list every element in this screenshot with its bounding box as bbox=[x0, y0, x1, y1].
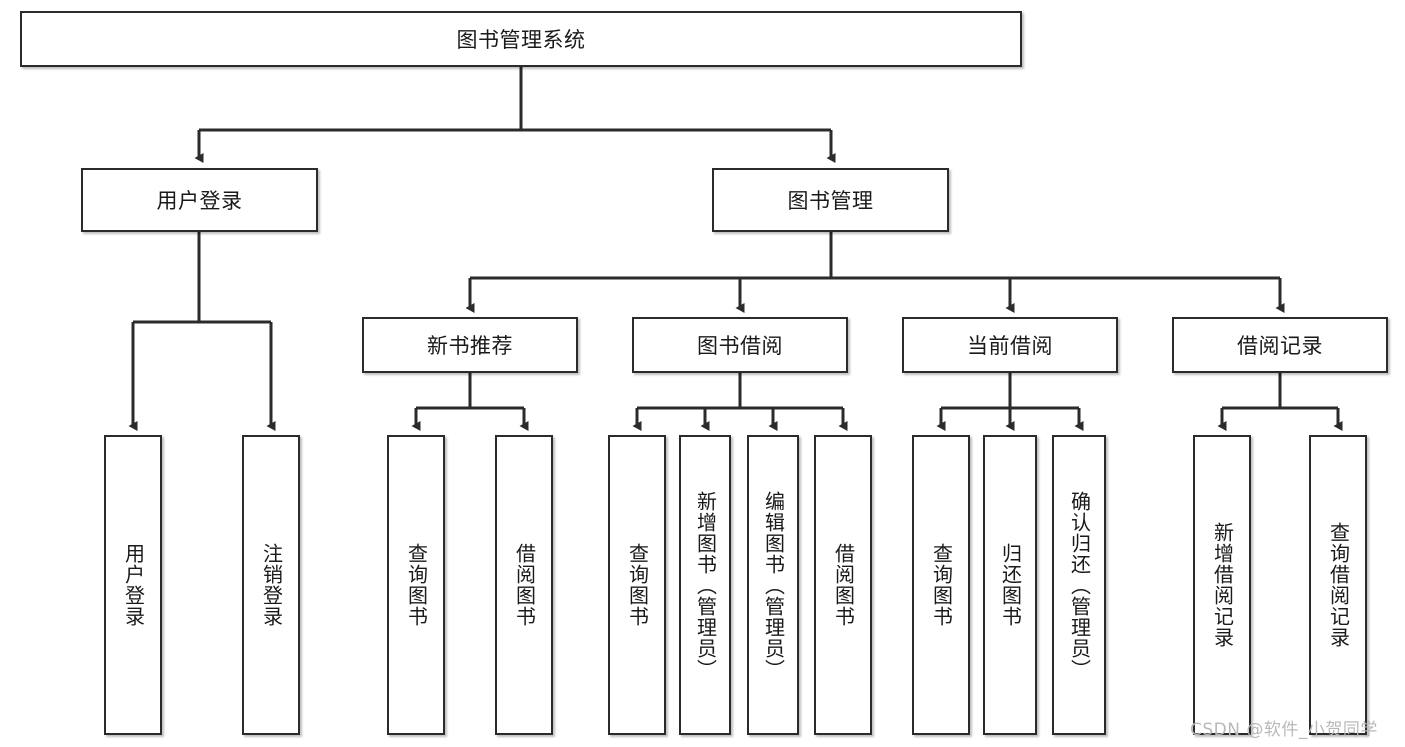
node-root-label: 图书管理系统 bbox=[456, 28, 586, 52]
node-user-login[interactable]: 用户登录 bbox=[81, 168, 318, 232]
node-leaf-query-book-recommend[interactable]: 查询图书 bbox=[387, 435, 445, 735]
node-leaf-query-borrow-record[interactable]: 查询借阅记录 bbox=[1309, 435, 1367, 735]
node-leaf-query-book-current[interactable]: 查询图书 bbox=[912, 435, 970, 735]
node-book-borrow-label: 图书借阅 bbox=[697, 334, 783, 358]
node-leaf-edit-book-admin[interactable]: 编辑图书（管理员） bbox=[747, 435, 799, 735]
node-new-book-recommend-label: 新书推荐 bbox=[427, 334, 513, 358]
node-leaf-borrow-book-recommend[interactable]: 借阅图书 bbox=[495, 435, 553, 735]
node-user-login-label: 用户登录 bbox=[156, 189, 243, 213]
node-book-management-label: 图书管理 bbox=[787, 189, 874, 213]
node-leaf-user-login[interactable]: 用户登录 bbox=[104, 435, 162, 735]
node-leaf-query-book-borrow[interactable]: 查询图书 bbox=[608, 435, 666, 735]
node-root[interactable]: 图书管理系统 bbox=[20, 11, 1022, 67]
node-leaf-return-book[interactable]: 归还图书 bbox=[983, 435, 1037, 735]
node-current-borrow[interactable]: 当前借阅 bbox=[902, 317, 1118, 373]
node-leaf-borrow-book-recommend-label: 借阅图书 bbox=[512, 543, 537, 627]
node-leaf-query-book-current-label: 查询图书 bbox=[929, 543, 954, 627]
node-leaf-query-book-recommend-label: 查询图书 bbox=[404, 543, 429, 627]
node-leaf-add-book-admin[interactable]: 新增图书（管理员） bbox=[679, 435, 731, 735]
node-book-management[interactable]: 图书管理 bbox=[712, 168, 949, 232]
node-leaf-logout[interactable]: 注销登录 bbox=[242, 435, 300, 735]
node-leaf-return-book-label: 归还图书 bbox=[998, 543, 1023, 627]
node-leaf-borrow-book-label: 借阅图书 bbox=[831, 543, 856, 627]
node-book-borrow[interactable]: 图书借阅 bbox=[632, 317, 848, 373]
node-borrow-record[interactable]: 借阅记录 bbox=[1172, 317, 1388, 373]
node-leaf-borrow-book[interactable]: 借阅图书 bbox=[814, 435, 872, 735]
node-leaf-query-book-borrow-label: 查询图书 bbox=[625, 543, 650, 627]
node-leaf-logout-label: 注销登录 bbox=[259, 543, 284, 627]
node-leaf-add-book-admin-label: 新增图书（管理员） bbox=[693, 490, 718, 680]
node-borrow-record-label: 借阅记录 bbox=[1237, 334, 1323, 358]
node-leaf-confirm-return-admin[interactable]: 确认归还（管理员） bbox=[1052, 435, 1106, 735]
node-leaf-user-login-label: 用户登录 bbox=[121, 543, 146, 627]
node-new-book-recommend[interactable]: 新书推荐 bbox=[362, 317, 578, 373]
node-current-borrow-label: 当前借阅 bbox=[967, 334, 1053, 358]
node-leaf-query-borrow-record-label: 查询借阅记录 bbox=[1326, 522, 1351, 648]
node-leaf-edit-book-admin-label: 编辑图书（管理员） bbox=[761, 490, 786, 680]
node-leaf-add-borrow-record[interactable]: 新增借阅记录 bbox=[1193, 435, 1251, 735]
node-leaf-add-borrow-record-label: 新增借阅记录 bbox=[1210, 522, 1235, 648]
csdn-watermark: CSDN @软件_小贺同学 bbox=[1190, 720, 1378, 740]
node-leaf-confirm-return-admin-label: 确认归还（管理员） bbox=[1067, 490, 1092, 680]
